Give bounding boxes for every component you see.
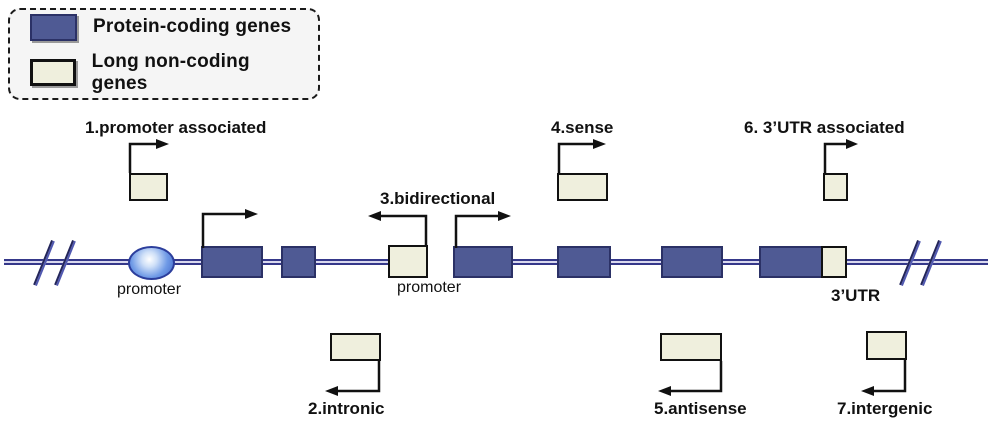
exon	[661, 246, 723, 278]
label-sense: 4.sense	[551, 118, 614, 137]
promoter-ellipse	[128, 246, 175, 280]
antisense-transcription-arrow	[658, 361, 723, 396]
label-promoter-mid: promoter	[397, 279, 462, 296]
lncrna-swatch	[30, 59, 76, 86]
gene2-transcription-start-arrow	[454, 211, 511, 248]
intronic-transcription-arrow	[325, 361, 381, 396]
exon	[759, 246, 823, 278]
utr3-box	[821, 246, 847, 278]
exon	[201, 246, 263, 278]
exon	[453, 246, 513, 278]
intergenic-transcription-arrow	[861, 360, 907, 396]
legend-label-lncrna: Long non-coding genes	[91, 50, 250, 94]
legend-label-protein: Protein-coding genes	[93, 16, 292, 37]
sense-transcription-arrow	[557, 139, 606, 173]
intergenic-lncrna-box	[866, 331, 907, 360]
legend-row-protein: Protein-coding genes	[30, 13, 304, 41]
bidirectional-left-arrow	[368, 211, 428, 247]
intronic-lncrna-box	[330, 333, 381, 361]
bidirectional-lncrna-box	[388, 245, 428, 278]
promoter-associated-transcription-arrow	[128, 139, 169, 173]
label-bidirectional: 3.bidirectional	[380, 189, 496, 208]
label-promoter-associated: 1.promoter associated	[85, 118, 267, 137]
exon	[281, 246, 316, 278]
legend-row-lncrna: Long non-coding genes	[30, 51, 304, 95]
legend: Protein-coding genes Long non-coding gen…	[8, 8, 320, 100]
label-intronic: 2.intronic	[308, 399, 385, 418]
label-promoter-left: promoter	[117, 281, 182, 298]
utr-associated-transcription-arrow	[823, 139, 858, 173]
sense-lncrna-box	[557, 173, 608, 201]
exon	[557, 246, 611, 278]
label-intergenic: 7.intergenic	[837, 399, 933, 418]
label-utr3: 3’UTR	[831, 286, 881, 305]
antisense-lncrna-box	[660, 333, 722, 361]
label-utr-associated: 6. 3’UTR associated	[744, 118, 905, 137]
protein-coding-swatch	[30, 13, 77, 41]
gene1-transcription-start-arrow	[201, 209, 258, 248]
promoter-associated-lncrna-box	[129, 173, 168, 201]
utr-associated-lncrna-box	[823, 173, 848, 201]
label-antisense: 5.antisense	[654, 399, 747, 418]
